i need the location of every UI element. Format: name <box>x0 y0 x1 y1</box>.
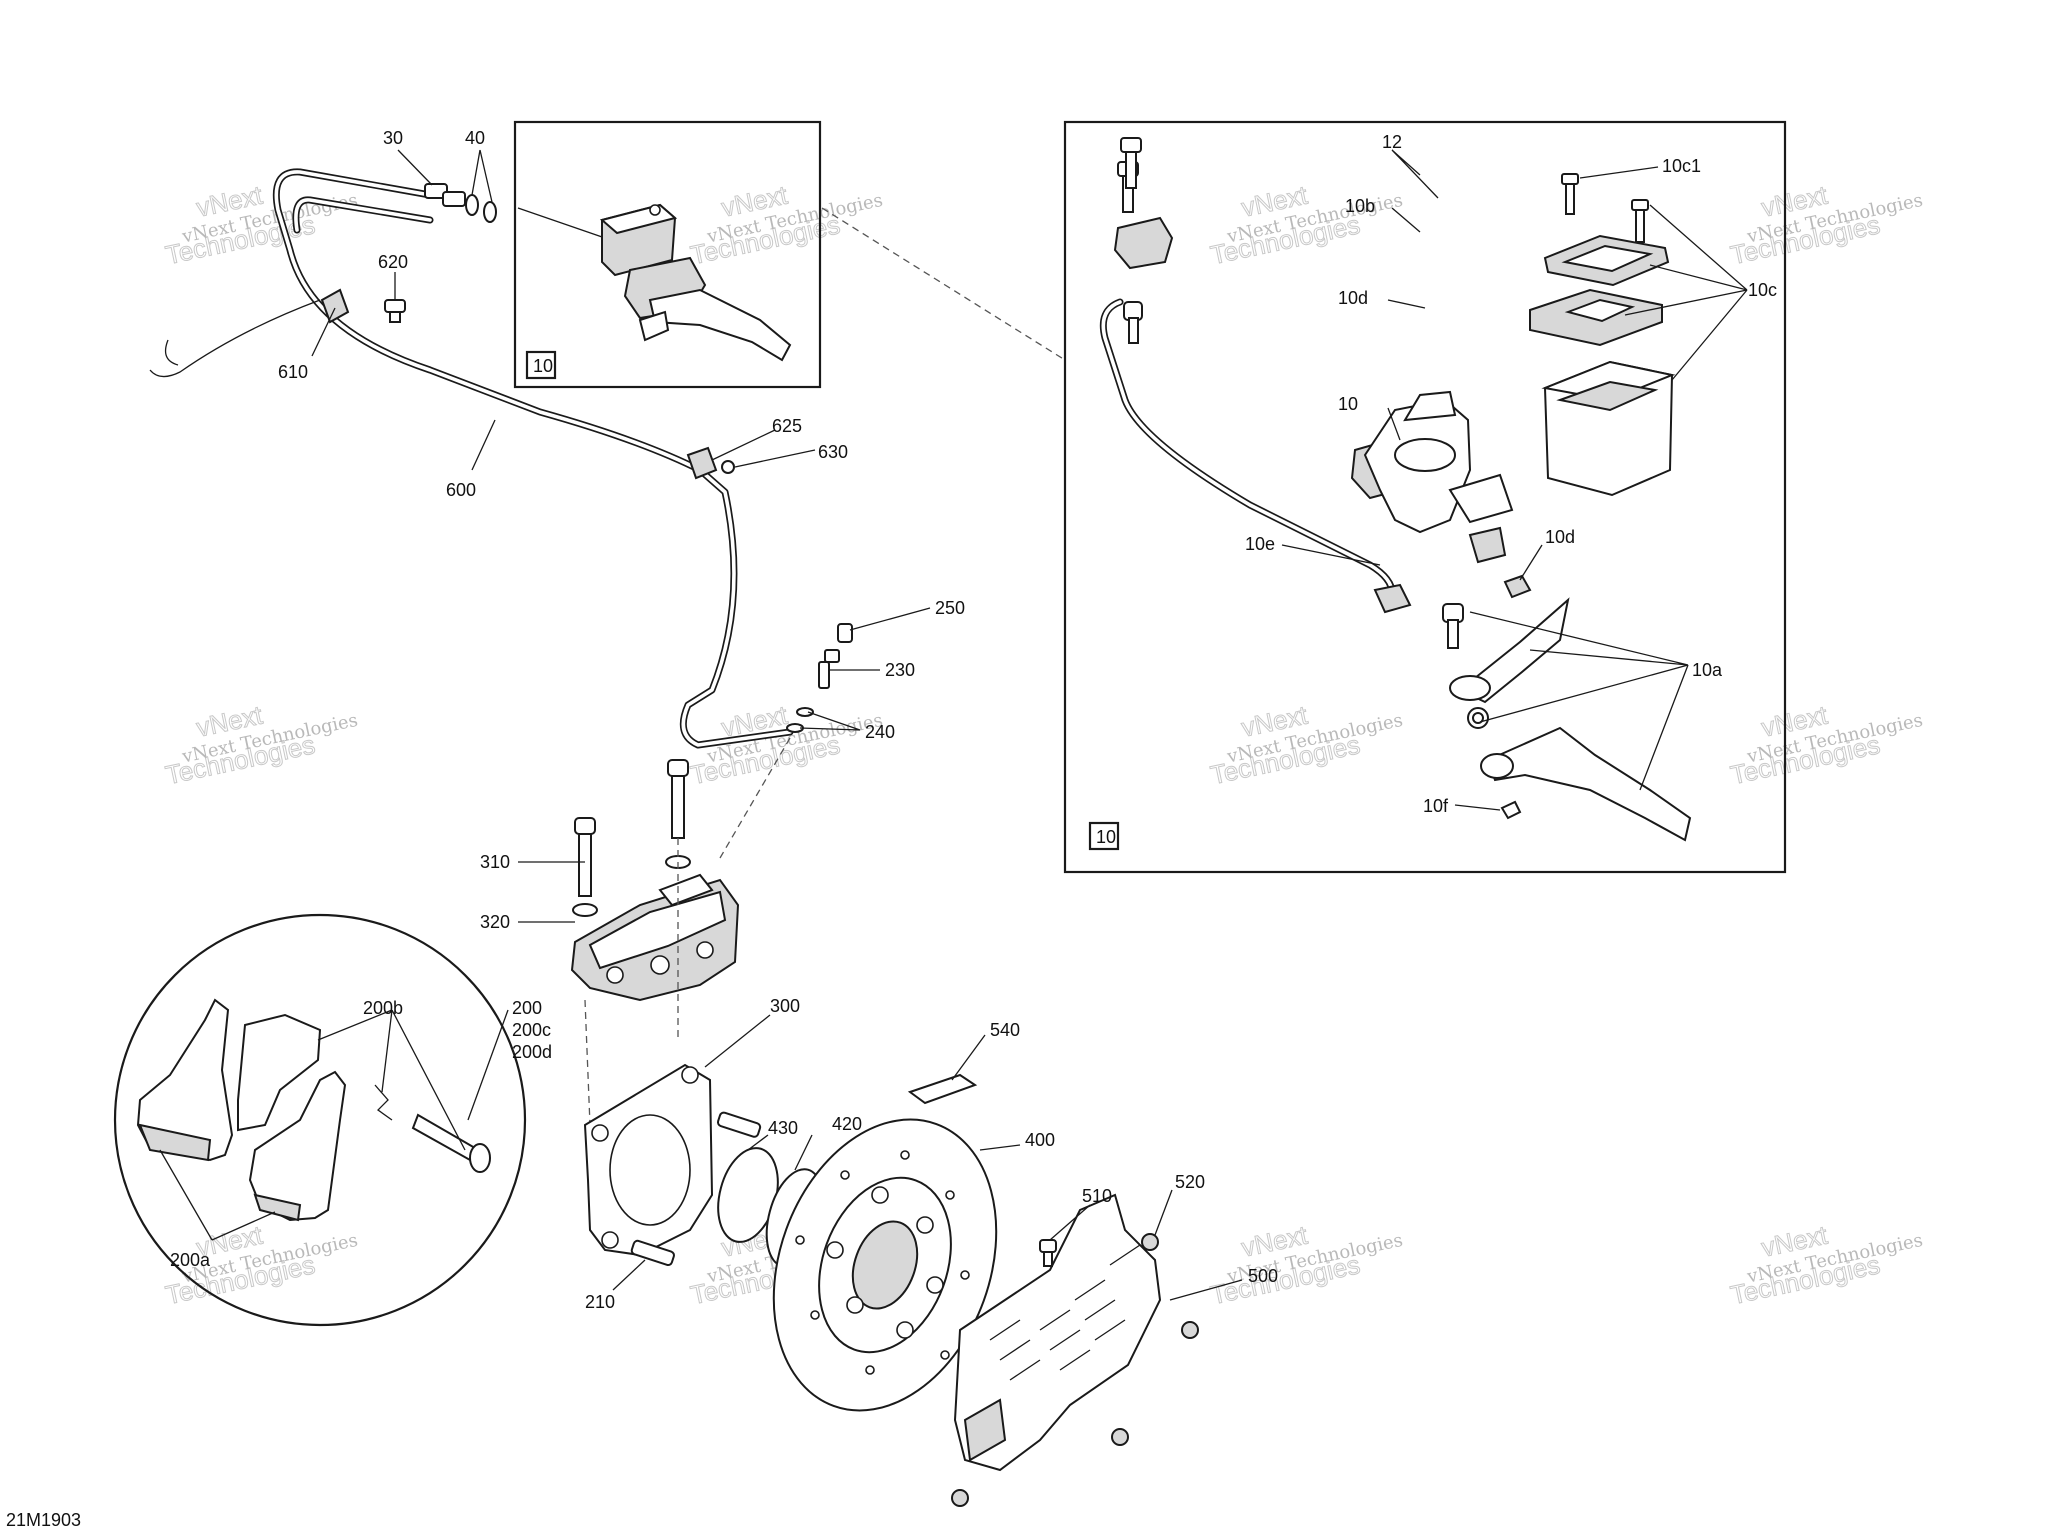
part-10f-clip-icon <box>1500 800 1522 820</box>
label-500: 500 <box>1248 1266 1278 1286</box>
part-10d-bolt-icon <box>1123 301 1143 344</box>
label-510: 510 <box>1082 1186 1112 1206</box>
watermark-11: Technologies vNext Technologies vNext <box>1207 1219 1404 1311</box>
label-10c: 10c <box>1748 280 1777 300</box>
label-200b: 200b <box>363 998 403 1018</box>
part-200b-shim-icon <box>237 1013 322 1132</box>
label-10d-mid: 10d <box>1545 527 1575 547</box>
inset-connector-line <box>821 207 1066 361</box>
watermark-2: Technologies vNext Technologies vNext <box>687 179 884 271</box>
part-10c-reservoir-set-icon <box>1529 234 1676 497</box>
label-250: 250 <box>935 598 965 618</box>
label-520: 520 <box>1175 1172 1205 1192</box>
label-230: 230 <box>885 660 915 680</box>
label-10e: 10e <box>1245 534 1275 554</box>
part-40-washers-icon <box>465 194 497 223</box>
large-inset-tag: 10 <box>1096 827 1116 847</box>
watermark-4: Technologies vNext Technologies vNext <box>1727 179 1924 271</box>
large-inset-master-cylinder-exploded: 10 <box>1063 120 1787 874</box>
watermark-5: Technologies vNext Technologies vNext <box>162 699 359 791</box>
part-620-screw-icon <box>384 299 406 323</box>
label-630: 630 <box>818 442 848 462</box>
label-10a: 10a <box>1692 660 1723 680</box>
small-inset-tag-box <box>525 350 557 380</box>
label-10f: 10f <box>1423 796 1449 816</box>
part-430-spacer-bolt-icon <box>716 1111 762 1138</box>
part-10a-lever-set-icon <box>1442 597 1692 842</box>
part-200-brake-caliper-icon <box>570 873 740 1002</box>
inset-hose-line <box>517 207 606 239</box>
small-inset-tag: 10 <box>533 356 553 376</box>
part-250-bleeder-cap-icon <box>837 623 853 643</box>
part-610-hose-clip-icon <box>320 288 350 324</box>
leader-lines <box>159 149 1748 1301</box>
part-12-bolts-icon <box>1117 137 1142 213</box>
callout-labels: 30 40 620 610 600 625 630 250 230 240 31… <box>170 128 1777 1312</box>
label-10c1: 10c1 <box>1662 156 1701 176</box>
part-30-banjo-fitting-icon <box>424 183 466 207</box>
label-10d-top: 10d <box>1338 288 1368 308</box>
label-620: 620 <box>378 252 408 272</box>
label-30: 30 <box>383 128 403 148</box>
label-625: 625 <box>772 416 802 436</box>
watermark-12: Technologies vNext Technologies vNext <box>1727 1219 1924 1311</box>
part-200b-cotter-pin-icon <box>374 1084 393 1121</box>
brake-pad-detail-circle <box>113 913 527 1327</box>
part-300-caliper-bracket-icon <box>583 1063 714 1257</box>
label-200d: 200d <box>512 1042 552 1062</box>
label-200a: 200a <box>170 1250 211 1270</box>
label-210: 210 <box>585 1292 615 1312</box>
label-310: 310 <box>480 852 510 872</box>
label-200c: 200c <box>512 1020 551 1040</box>
sensor-wire-icon <box>149 299 321 378</box>
label-600: 600 <box>446 480 476 500</box>
part-510-guard-screw-icon <box>1039 1239 1057 1267</box>
part-10-master-cylinder-body-icon <box>1350 390 1514 564</box>
large-inset-tag-box <box>1088 821 1120 851</box>
part-400-brake-disc-icon <box>772 1118 998 1412</box>
part-625-clamp-icon <box>686 446 718 480</box>
small-inset-master-cylinder: 10 <box>513 120 822 389</box>
label-540: 540 <box>990 1020 1020 1040</box>
label-200: 200 <box>512 998 542 1018</box>
label-40: 40 <box>465 128 485 148</box>
part-540-label-sticker-icon <box>907 1073 978 1105</box>
part-10e-switch-cable-icon <box>1099 298 1412 614</box>
part-10b-clamp-icon <box>1113 216 1174 270</box>
watermark-3: Technologies vNext Technologies vNext <box>1207 179 1404 271</box>
part-210-bracket-bolt-icon <box>630 1239 675 1267</box>
part-520-guard-nuts-icon <box>951 1233 1199 1507</box>
figure-code: 21M1903 <box>6 1510 81 1530</box>
label-240: 240 <box>865 722 895 742</box>
label-10b: 10b <box>1345 196 1375 216</box>
watermark-7: Technologies vNext Technologies vNext <box>1207 699 1404 791</box>
label-400: 400 <box>1025 1130 1055 1150</box>
part-200b-pad-pin-icon <box>411 1113 477 1162</box>
part-230-bleeder-screw-icon <box>818 649 840 689</box>
label-610: 610 <box>278 362 308 382</box>
part-10c1-screws-icon <box>1561 173 1649 243</box>
watermark-8: Technologies vNext Technologies vNext <box>1727 699 1924 791</box>
part-500-disc-guard-icon <box>953 1193 1162 1472</box>
label-12: 12 <box>1382 132 1402 152</box>
inset-lever-icon <box>648 288 792 362</box>
large-inset-frame <box>1063 120 1787 874</box>
label-10: 10 <box>1338 394 1358 414</box>
part-600-brake-hose-icon <box>272 168 794 749</box>
part-630-nut-icon <box>721 460 735 474</box>
part-310-caliper-bolts-icon <box>574 759 689 897</box>
small-inset-frame <box>513 120 822 389</box>
label-320: 320 <box>480 912 510 932</box>
part-10d-nut-icon <box>1503 574 1532 599</box>
label-430: 430 <box>768 1118 798 1138</box>
part-240-crush-washers-icon <box>786 707 814 733</box>
label-300: 300 <box>770 996 800 1016</box>
label-420: 420 <box>832 1114 862 1134</box>
